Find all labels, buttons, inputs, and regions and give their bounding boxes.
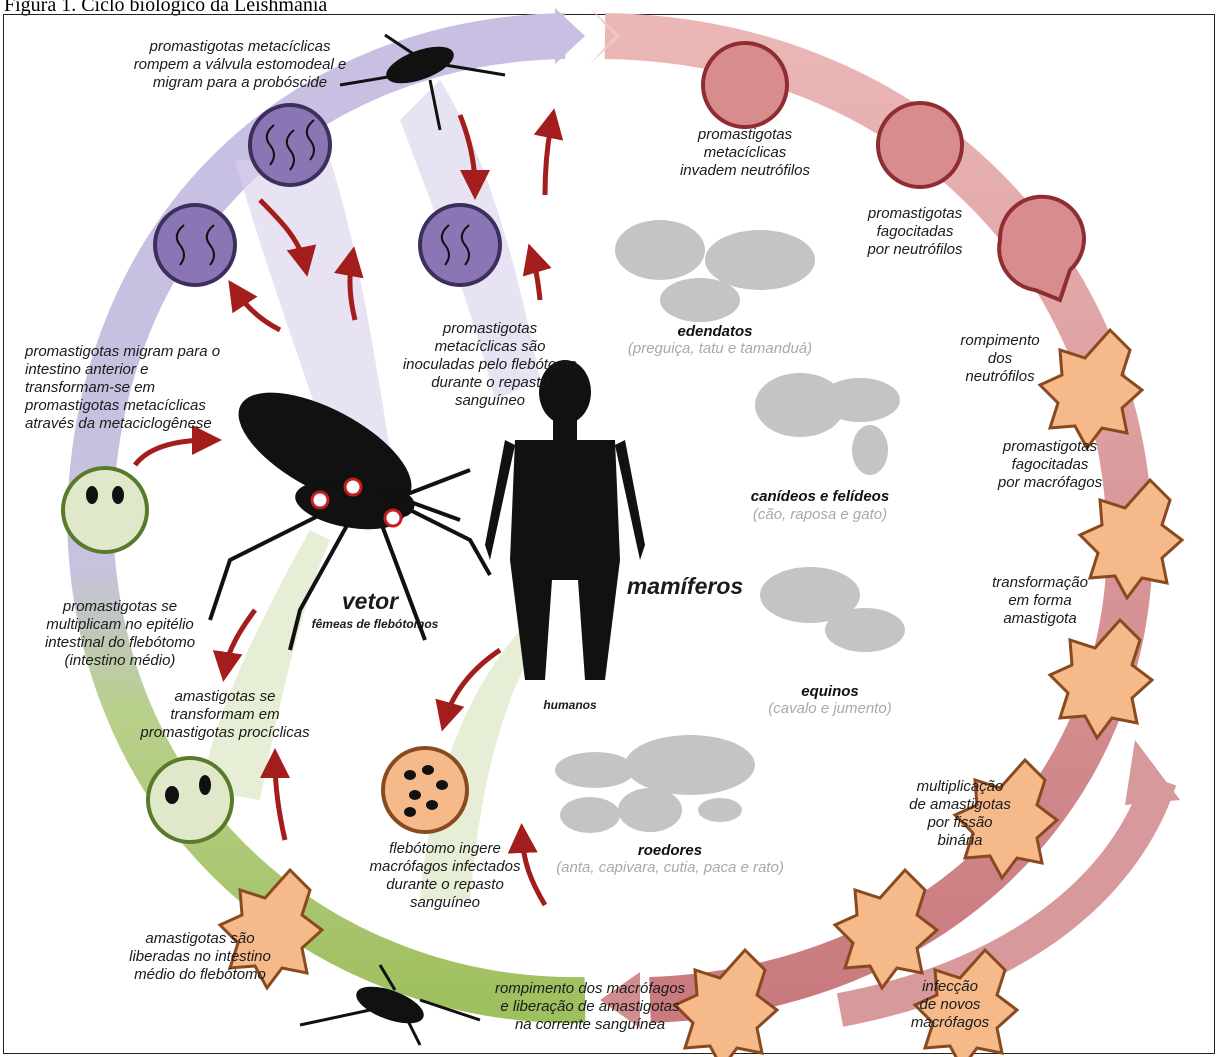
cell-purple-top — [250, 105, 330, 185]
label-mamiferos: mamíferos — [620, 577, 750, 595]
arrow-vector-2 — [235, 290, 280, 330]
arrow-vector-6 — [532, 255, 540, 300]
vector-band-arrowhead — [555, 8, 585, 64]
label-binary-fission: multiplicação de amastigotas por fissão … — [895, 778, 1025, 850]
label-vetor: vetor — [330, 592, 410, 610]
host-canideos-sub: (cão, raposa e gato) — [735, 506, 905, 524]
cell-purple-left — [155, 205, 235, 285]
cell-purple-right — [420, 205, 500, 285]
label-humanos: humanos — [525, 696, 615, 714]
arrow-vector-1 — [135, 440, 210, 465]
cell-orange-infected — [383, 748, 467, 832]
host-edendatos-sub: (preguiça, tatu e tamanduá) — [605, 340, 835, 358]
host-roedores-title: roedores — [615, 842, 725, 860]
label-new-infection: infecção de novos macrófagos — [890, 978, 1010, 1032]
cell-green-lower — [148, 758, 232, 842]
host-equinos-sub: (cavalo e jumento) — [755, 700, 905, 718]
arrow-green-2 — [275, 760, 285, 840]
host-canideos-title: canídeos e felídeos — [735, 488, 905, 506]
label-neutrophil-rupture: rompimento dos neutrófilos — [945, 332, 1055, 386]
funnel-green-1 — [200, 530, 330, 800]
label-inoculated: promastigotas metacíclicas são inoculada… — [390, 320, 590, 410]
reinfection-arrowhead — [1125, 740, 1180, 805]
label-migrate: promastigotas migram para o intestino an… — [25, 343, 255, 433]
label-ingests: flebótomo ingere macrófagos infectados d… — [355, 840, 535, 912]
neutrophil-1 — [703, 43, 787, 127]
neutrophil-2 — [878, 103, 962, 187]
label-vetor-sub: fêmeas de flebótomos — [285, 615, 465, 633]
label-invade-neutrophils: promastigotas metacíclicas invadem neutr… — [665, 126, 825, 180]
label-transform: amastigotas se transformam em promastigo… — [115, 688, 335, 742]
label-macrophage-rupture: rompimento dos macrófagos e liberação de… — [475, 980, 705, 1034]
arrow-vector-7 — [545, 120, 552, 195]
host-equinos-title: equinos — [780, 683, 880, 701]
label-break-valve: promastigotas metacíclicas rompem a válv… — [95, 38, 385, 92]
label-multiply: promastigotas se multiplicam no epitélio… — [25, 598, 215, 670]
cell-green-upper — [63, 468, 147, 552]
label-released: amastigotas são liberadas no intestino m… — [110, 930, 290, 984]
label-amastigote-form: transformação em forma amastigota — [975, 574, 1105, 628]
label-phagocytosed-macrophages: promastigotas fagocitadas por macrófagos — [975, 438, 1125, 492]
label-phagocytosed-neutrophils: promastigotas fagocitadas por neutrófilo… — [840, 205, 990, 259]
host-edendatos-title: edendatos — [655, 323, 775, 341]
host-roedores-sub: (anta, capivara, cutia, paca e rato) — [530, 859, 810, 877]
